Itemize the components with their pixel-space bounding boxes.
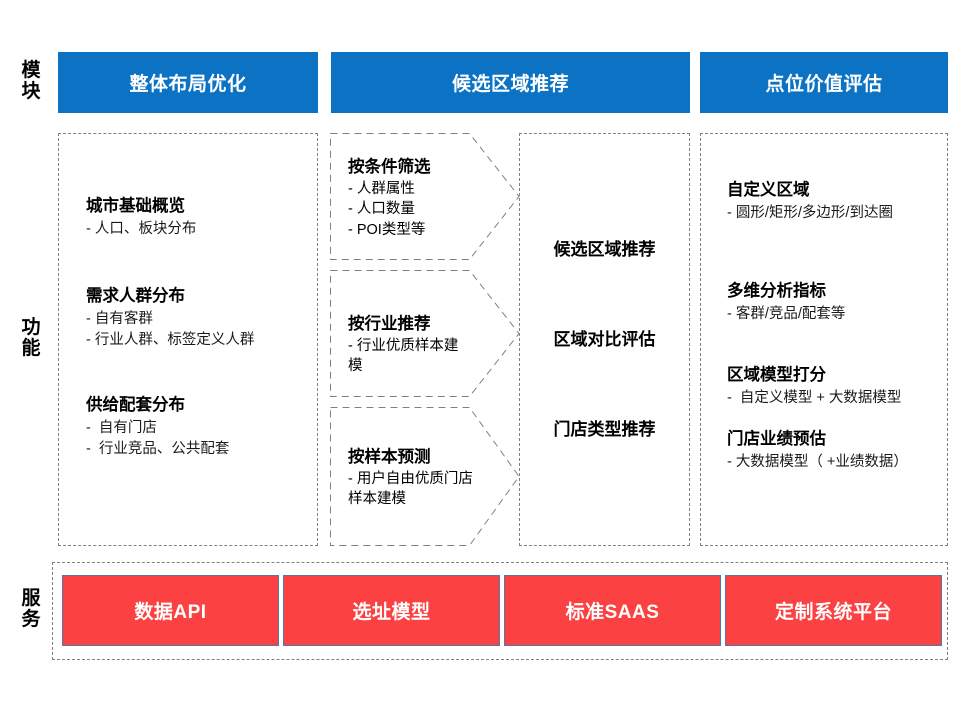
arrow-shape-icon bbox=[330, 133, 520, 260]
feature-line: - 大数据模型（ +业绩数据） bbox=[727, 453, 908, 470]
arrow-line: - 人口数量 bbox=[348, 201, 415, 218]
arrow-line: - 用户自由优质门店样本建模 bbox=[348, 470, 473, 508]
module-header-overall-layout[interactable]: 整体布局优化 bbox=[58, 52, 318, 113]
arrow-recommend-by-industry[interactable]: 按行业推荐 - 行业优质样本建模 bbox=[330, 270, 520, 397]
feature-area-model-scoring[interactable]: 区域模型打分 - 自定义模型 + 大数据模型 bbox=[727, 365, 952, 409]
service-label: 选址模型 bbox=[352, 602, 431, 623]
arrow-predict-by-sample[interactable]: 按样本预测 - 用户自由优质门店样本建模 bbox=[330, 407, 520, 546]
feature-line: - 自有门店 bbox=[86, 419, 157, 436]
arrow-filter-by-condition[interactable]: 按条件筛选 - 人群属性 - 人口数量 - POI类型等 bbox=[330, 133, 520, 260]
row-label-service: 服 务 bbox=[8, 588, 54, 631]
function-panel-overall-layout bbox=[58, 133, 318, 546]
feature-line: - 客群/竞品/配套等 bbox=[727, 305, 846, 322]
feature-title: 多维分析指标 bbox=[727, 282, 826, 300]
row-label-function: 功 能 bbox=[8, 317, 54, 360]
arrow-line: - 人群属性 bbox=[348, 180, 415, 197]
arrow-line: - POI类型等 bbox=[348, 221, 426, 238]
result-label-candidate-area-recommend[interactable]: 候选区域推荐 bbox=[520, 235, 689, 260]
service-label: 数据API bbox=[134, 602, 207, 623]
module-header-site-value[interactable]: 点位价值评估 bbox=[700, 52, 948, 113]
result-label-area-comparison-evaluation[interactable]: 区域对比评估 bbox=[520, 325, 689, 350]
service-box-custom-system-platform[interactable]: 定制系统平台 bbox=[725, 575, 942, 646]
arrow-shape-icon bbox=[330, 407, 520, 546]
feature-city-overview[interactable]: 城市基础概览 - 人口、板块分布 bbox=[86, 196, 316, 240]
arrow-title: 按样本预测 bbox=[348, 448, 431, 466]
row-label-module: 模 块 bbox=[8, 60, 54, 103]
result-label-text: 区域对比评估 bbox=[553, 330, 656, 349]
feature-multidimensional-metrics[interactable]: 多维分析指标 - 客群/竞品/配套等 bbox=[727, 281, 952, 325]
feature-title: 供给配套分布 bbox=[86, 396, 185, 414]
feature-demand-crowd-distribution[interactable]: 需求人群分布 - 自有客群 - 行业人群、标签定义人群 bbox=[86, 286, 321, 351]
feature-title: 自定义区域 bbox=[727, 181, 810, 199]
module-header-label: 点位价值评估 bbox=[765, 74, 883, 95]
service-label: 标准SAAS bbox=[565, 602, 660, 623]
arrow-title: 按条件筛选 bbox=[348, 158, 431, 176]
feature-supply-facility-distribution[interactable]: 供给配套分布 - 自有门店 - 行业竞品、公共配套 bbox=[86, 395, 321, 460]
function-panel-candidate-results: 候选区域推荐 区域对比评估 门店类型推荐 bbox=[519, 133, 690, 546]
service-box-site-selection-model[interactable]: 选址模型 bbox=[283, 575, 500, 646]
row-label-module-char-1: 模 bbox=[21, 60, 41, 81]
module-header-label: 整体布局优化 bbox=[129, 74, 247, 95]
arrow-title: 按行业推荐 bbox=[348, 315, 431, 333]
service-box-standard-saas[interactable]: 标准SAAS bbox=[504, 575, 721, 646]
arrow-shape-icon bbox=[330, 270, 520, 397]
feature-line: - 人口、板块分布 bbox=[86, 220, 197, 237]
function-panel-site-value bbox=[700, 133, 948, 546]
row-label-function-char-1: 功 bbox=[21, 317, 41, 338]
feature-line: - 行业人群、标签定义人群 bbox=[86, 331, 255, 348]
service-label: 定制系统平台 bbox=[774, 602, 892, 623]
row-label-module-char-2: 块 bbox=[21, 81, 41, 103]
feature-title: 城市基础概览 bbox=[86, 197, 185, 215]
service-panel bbox=[52, 562, 948, 660]
feature-line: - 圆形/矩形/多边形/到达圈 bbox=[727, 204, 893, 221]
module-header-candidate-area[interactable]: 候选区域推荐 bbox=[331, 52, 690, 113]
feature-title: 门店业绩预估 bbox=[727, 430, 826, 448]
result-label-text: 门店类型推荐 bbox=[553, 420, 656, 439]
row-label-service-char-2: 务 bbox=[21, 609, 41, 631]
feature-line: - 自定义模型 + 大数据模型 bbox=[727, 389, 902, 406]
result-label-text: 候选区域推荐 bbox=[553, 240, 656, 259]
feature-title: 区域模型打分 bbox=[727, 366, 826, 384]
arrow-line: - 行业优质样本建模 bbox=[348, 337, 459, 375]
service-box-data-api[interactable]: 数据API bbox=[62, 575, 279, 646]
feature-custom-area[interactable]: 自定义区域 - 圆形/矩形/多边形/到达圈 bbox=[727, 180, 952, 224]
feature-line: - 行业竞品、公共配套 bbox=[86, 440, 230, 457]
result-label-store-type-recommend[interactable]: 门店类型推荐 bbox=[520, 415, 689, 440]
row-label-function-char-2: 能 bbox=[21, 338, 41, 360]
feature-title: 需求人群分布 bbox=[86, 287, 185, 305]
feature-line: - 自有客群 bbox=[86, 310, 153, 327]
module-header-label: 候选区域推荐 bbox=[451, 74, 569, 95]
row-label-service-char-1: 服 bbox=[21, 588, 41, 609]
feature-store-performance-forecast[interactable]: 门店业绩预估 - 大数据模型（ +业绩数据） bbox=[727, 429, 952, 473]
